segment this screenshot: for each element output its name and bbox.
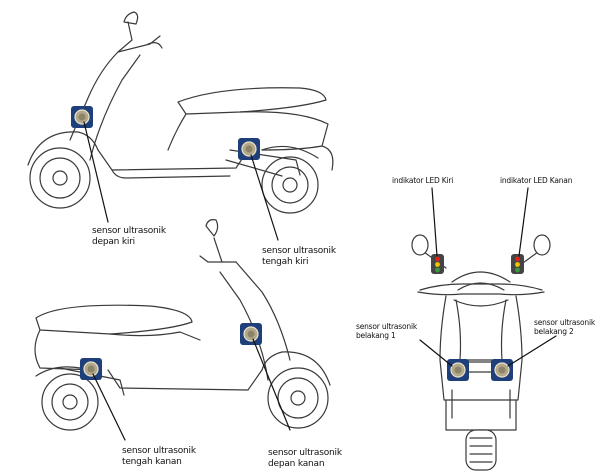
sensor-middle-right-marker: [80, 358, 102, 380]
label-led-left-text: indikator LED Kiri: [392, 176, 453, 185]
label-led-left: indikator LED Kiri: [392, 176, 453, 185]
label-middle-right-line1: sensor ultrasonik: [122, 446, 196, 457]
label-middle-right: sensor ultrasonik tengah kanan: [122, 446, 196, 468]
leader-led-left: [432, 188, 437, 256]
label-rear-2-line2: belakang 2: [534, 327, 595, 336]
label-front-right-line2: depan kanan: [268, 459, 342, 470]
leader-rear-1: [420, 340, 452, 366]
label-middle-left-line2: tengah kiri: [262, 257, 336, 268]
led-indicator-right: [511, 254, 524, 274]
led-indicator-left: [431, 254, 444, 274]
label-rear-1: sensor ultrasonik belakang 1: [356, 322, 417, 340]
label-rear-1-line2: belakang 1: [356, 331, 417, 340]
sensor-rear-2-marker: [491, 359, 513, 381]
label-middle-left: sensor ultrasonik tengah kiri: [262, 246, 336, 268]
sensor-front-left-marker: [71, 106, 93, 128]
label-front-right-line1: sensor ultrasonik: [268, 448, 342, 459]
label-middle-right-line2: tengah kanan: [122, 457, 196, 468]
label-rear-2: sensor ultrasonik belakang 2: [534, 318, 595, 336]
label-led-right: indikator LED Kanan: [500, 176, 572, 185]
label-front-right: sensor ultrasonik depan kanan: [268, 448, 342, 470]
leader-led-right: [519, 188, 528, 256]
label-front-left-line2: depan kiri: [92, 237, 166, 248]
sensor-middle-left-marker: [238, 138, 260, 160]
label-front-left: sensor ultrasonik depan kiri: [92, 226, 166, 248]
sensor-rear-1-marker: [447, 359, 469, 381]
label-front-left-line1: sensor ultrasonik: [92, 226, 166, 237]
leader-rear-2: [508, 336, 556, 366]
sensor-front-right-marker: [240, 323, 262, 345]
label-rear-1-line1: sensor ultrasonik: [356, 322, 417, 331]
label-middle-left-line1: sensor ultrasonik: [262, 246, 336, 257]
label-rear-2-line1: sensor ultrasonik: [534, 318, 595, 327]
label-led-right-text: indikator LED Kanan: [500, 176, 572, 185]
